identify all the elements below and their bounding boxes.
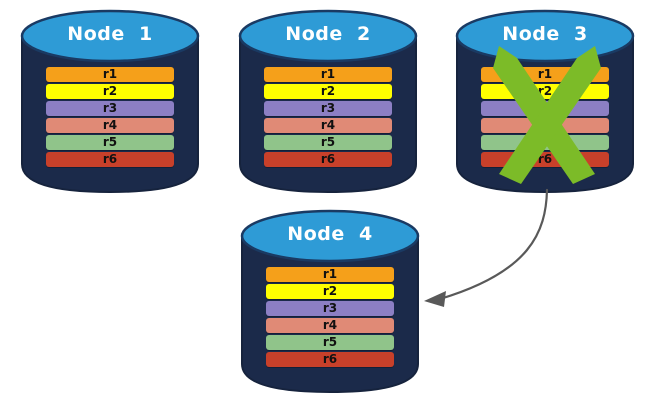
node-3-rows: r1 r2 r3 r4 r5 r6 bbox=[481, 67, 609, 169]
node-2-row-r1[interactable]: r1 bbox=[264, 67, 392, 82]
node-4-row-r1[interactable]: r1 bbox=[266, 267, 394, 282]
node-4-row-r4[interactable]: r4 bbox=[266, 318, 394, 333]
node-4[interactable]: Node 4 r1 r2 r3 r4 r5 r6 bbox=[240, 206, 420, 398]
node-2-row-r4[interactable]: r4 bbox=[264, 118, 392, 133]
node-3[interactable]: Node 3 r1 r2 r3 r4 r5 r6 bbox=[455, 6, 635, 198]
node-1-row-r2[interactable]: r2 bbox=[46, 84, 174, 99]
node-3-row-r5[interactable]: r5 bbox=[481, 135, 609, 150]
node-2-row-r5[interactable]: r5 bbox=[264, 135, 392, 150]
node-1-row-r6[interactable]: r6 bbox=[46, 152, 174, 167]
node-2-row-r6[interactable]: r6 bbox=[264, 152, 392, 167]
node-1-row-r3[interactable]: r3 bbox=[46, 101, 174, 116]
node-4-row-r2[interactable]: r2 bbox=[266, 284, 394, 299]
node-4-row-r5[interactable]: r5 bbox=[266, 335, 394, 350]
node-3-row-r2[interactable]: r2 bbox=[481, 84, 609, 99]
node-1-row-r1[interactable]: r1 bbox=[46, 67, 174, 82]
node-2-row-r2[interactable]: r2 bbox=[264, 84, 392, 99]
arrow-node3-to-node4 bbox=[424, 188, 549, 307]
node-3-row-r4[interactable]: r4 bbox=[481, 118, 609, 133]
node-1-rows: r1 r2 r3 r4 r5 r6 bbox=[46, 67, 174, 169]
node-1[interactable]: Node 1 r1 r2 r3 r4 r5 r6 bbox=[20, 6, 200, 198]
node-4-row-r3[interactable]: r3 bbox=[266, 301, 394, 316]
node-1-row-r5[interactable]: r5 bbox=[46, 135, 174, 150]
node-3-row-r6[interactable]: r6 bbox=[481, 152, 609, 167]
node-3-row-r1[interactable]: r1 bbox=[481, 67, 609, 82]
node-4-rows: r1 r2 r3 r4 r5 r6 bbox=[266, 267, 394, 369]
node-2-row-r3[interactable]: r3 bbox=[264, 101, 392, 116]
node-2-rows: r1 r2 r3 r4 r5 r6 bbox=[264, 67, 392, 169]
node-2[interactable]: Node 2 r1 r2 r3 r4 r5 r6 bbox=[238, 6, 418, 198]
node-1-row-r4[interactable]: r4 bbox=[46, 118, 174, 133]
node-3-row-r3[interactable]: r3 bbox=[481, 101, 609, 116]
node-4-row-r6[interactable]: r6 bbox=[266, 352, 394, 367]
